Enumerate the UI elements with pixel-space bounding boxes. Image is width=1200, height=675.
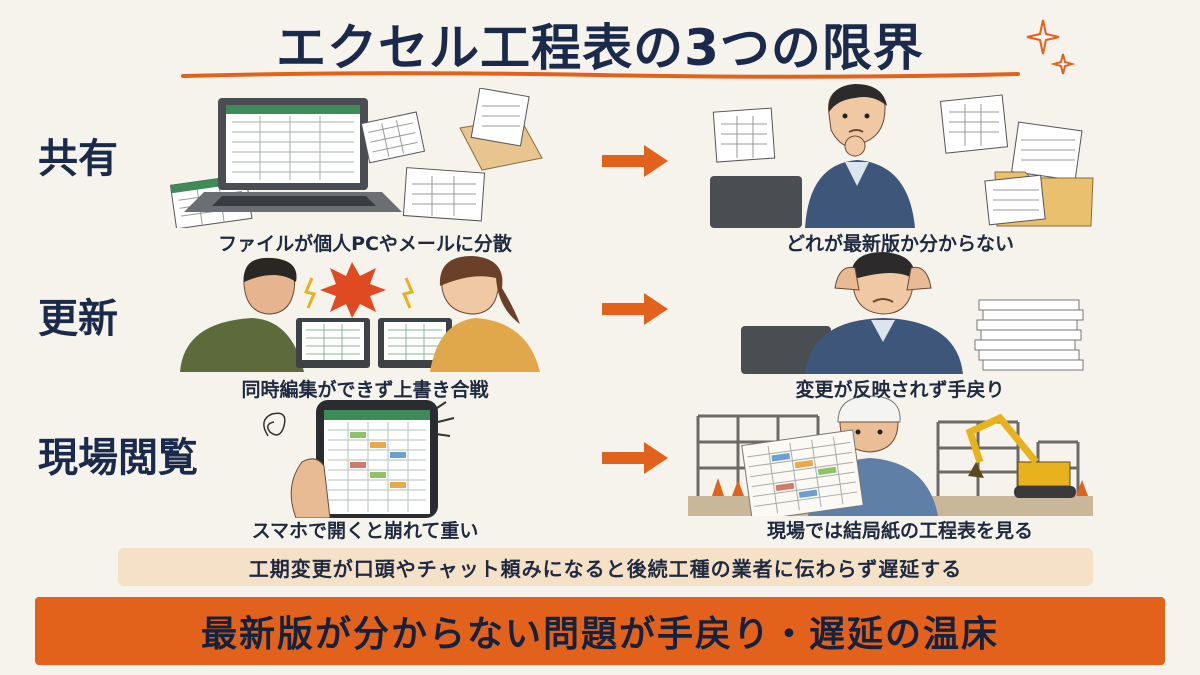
- caption-update-before: 同時編集ができず上書き合戦: [241, 379, 489, 401]
- caption-update-after: 変更が反映されず手戻り: [795, 379, 1005, 401]
- caption-share-before: ファイルが個人PCやメールに分散: [218, 233, 512, 255]
- arguing-coworkers-illustration: [180, 256, 540, 372]
- caption-share-after: どれが最新版か分からない: [785, 233, 1014, 255]
- arrow-right-icon: [602, 442, 668, 474]
- title-underline: [181, 71, 1020, 79]
- construction-site-paper-schedule-illustration: [688, 395, 1093, 516]
- row-label-share: 共有: [38, 136, 118, 182]
- row-label-site-view: 現場閲覧: [38, 435, 198, 481]
- sparkle-icon: [1026, 19, 1075, 75]
- caption-site-view-after: 現場では結局紙の工程表を見る: [766, 520, 1033, 542]
- stressed-man-paper-stack-illustration: [741, 252, 1084, 374]
- note-bar: 工期変更が口頭やチャット頼みになると後続工種の業者に伝わらず遅延する: [118, 548, 1093, 586]
- arrow-right-icon: [602, 145, 668, 177]
- smartphone-broken-sheet-illustration: [263, 400, 455, 518]
- confused-man-with-files-illustration: [710, 84, 1094, 228]
- caption-site-view-before: スマホで開くと崩れて重い: [251, 520, 479, 542]
- laptop-scattered-files-illustration: [170, 88, 543, 228]
- arrow-right-icon: [602, 293, 668, 325]
- page-title: エクセル工程表の3つの限界: [276, 19, 924, 77]
- conclusion-banner: 最新版が分からない問題が手戻り・遅延の温床: [35, 597, 1165, 665]
- row-label-update: 更新: [38, 296, 118, 342]
